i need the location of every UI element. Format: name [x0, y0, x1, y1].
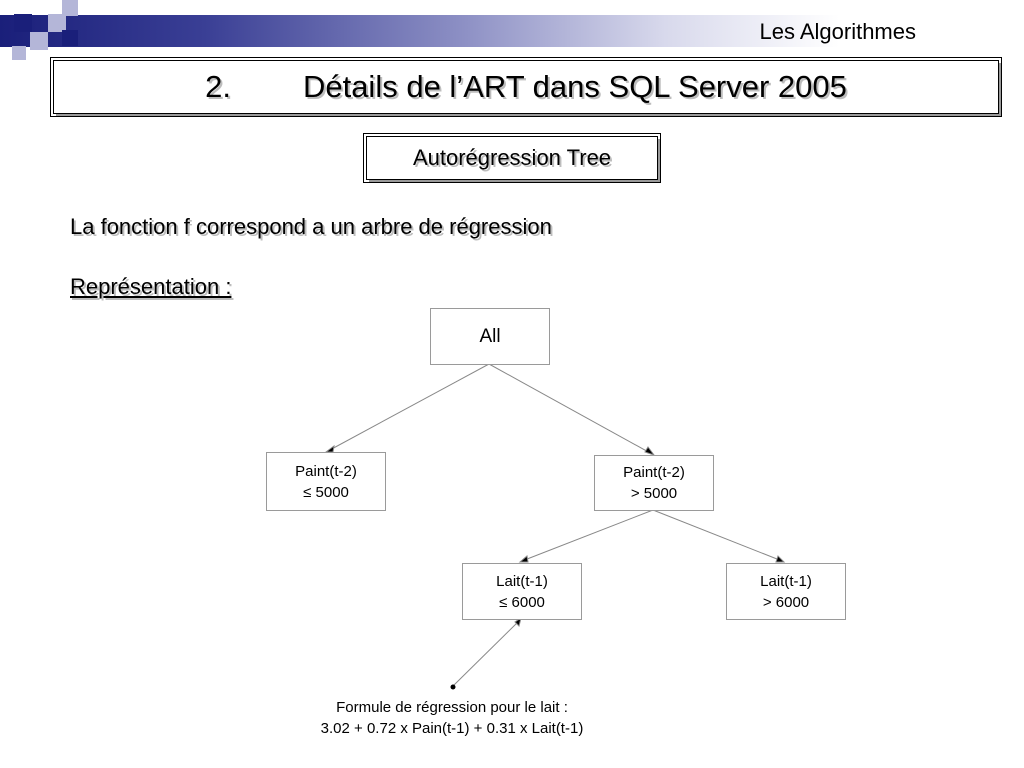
regression-formula: Formule de régression pour le lait : 3.0… — [260, 697, 644, 739]
tree-node-right: Paint(t-2) > 5000 — [594, 455, 714, 511]
edge-root-left — [327, 363, 490, 452]
body-line: La fonction f correspond a un arbre de r… — [70, 214, 552, 239]
edge-root-right — [488, 363, 653, 455]
section-label: Les Algorithmes — [759, 19, 916, 44]
edge-right-right — [652, 509, 783, 562]
formula-anchor-dot — [450, 684, 456, 690]
arrowhead — [518, 555, 529, 563]
header-band — [0, 15, 1024, 47]
tree-node-left: Paint(t-2) ≤ 5000 — [266, 452, 386, 511]
title-number: 2. — [205, 69, 231, 104]
representation-label: Représentation : — [70, 274, 232, 299]
tree-node-right-left: Lait(t-1) ≤ 6000 — [462, 563, 582, 620]
edge-formula-leaf — [452, 619, 521, 687]
subtitle-box: Autorégression Tree — [363, 133, 661, 183]
tree-node-right-right: Lait(t-1) > 6000 — [726, 563, 846, 620]
edge-right-left — [521, 509, 654, 562]
arrowhead — [775, 555, 786, 563]
title-text: Détails de l’ART dans SQL Server 2005 — [302, 69, 847, 104]
tree-node-root: All — [430, 308, 550, 365]
formula-caption: Formule de régression pour le lait : — [336, 699, 568, 716]
arrowhead — [644, 446, 656, 456]
arrowhead — [514, 616, 522, 627]
slide-title: 2. Détails de l’ART dans SQL Server 2005 — [50, 57, 1002, 117]
formula-expression: 3.02 + 0.72 x Pain(t-1) + 0.31 x Lait(t-… — [320, 720, 584, 737]
